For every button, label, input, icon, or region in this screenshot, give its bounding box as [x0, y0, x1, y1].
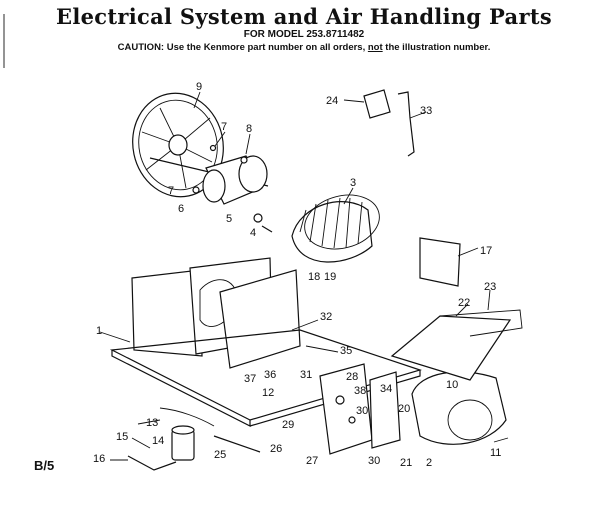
- callout-36: 36: [264, 369, 276, 381]
- blower-housing-drawing: [411, 371, 507, 445]
- page-reference: B/5: [34, 458, 55, 473]
- callout-6: 6: [178, 203, 184, 215]
- callout-14: 14: [152, 435, 164, 447]
- base-pan-drawing: [109, 257, 423, 427]
- callout-13: 13: [146, 417, 158, 429]
- callout-21: 21: [400, 457, 412, 469]
- callout-26: 26: [270, 443, 282, 455]
- callout-23: 23: [484, 281, 496, 293]
- callout-37: 37: [244, 373, 256, 385]
- callout-30b: 30: [368, 455, 380, 467]
- callout-7: 7: [221, 121, 227, 133]
- caution-note: CAUTION: Use the Kenmore part number on …: [0, 42, 608, 53]
- callout-22: 22: [458, 297, 470, 309]
- blower-wheel-drawing: [291, 194, 380, 263]
- capacitor-drawing: [127, 407, 261, 471]
- model-number: FOR MODEL 253.8711482: [243, 29, 365, 40]
- bracket-drawing: [363, 89, 415, 157]
- callout-19: 19: [324, 271, 336, 283]
- callout-18: 18: [308, 271, 320, 283]
- callout-20: 20: [398, 403, 410, 415]
- cover-panel-drawing: [419, 237, 461, 287]
- callout-5: 5: [226, 213, 232, 225]
- diagram-title: Electrical System and Air Handling Parts: [56, 4, 552, 29]
- callout-labels: 9 7 8 7 6 5 4 3 24 33 17 23 22 18 19 1 3…: [93, 81, 501, 469]
- callout-28: 28: [346, 371, 358, 383]
- callout-30: 30: [356, 405, 368, 417]
- callout-38: 38: [354, 385, 366, 397]
- callout-25: 25: [214, 449, 226, 461]
- callout-32: 32: [320, 311, 332, 323]
- callout-9: 9: [196, 81, 202, 93]
- callout-11: 11: [490, 447, 501, 459]
- callout-27: 27: [306, 455, 318, 467]
- callout-8: 8: [246, 123, 252, 135]
- callout-12: 12: [262, 387, 274, 399]
- caution-prefix: CAUTION: Use the Kenmore part number on …: [117, 42, 366, 53]
- callout-4: 4: [250, 227, 256, 239]
- leader-lines: [99, 91, 509, 461]
- callout-2: 2: [426, 457, 432, 469]
- caution-not: not: [367, 42, 383, 53]
- callout-16: 16: [93, 453, 105, 465]
- callout-17: 17: [480, 245, 492, 257]
- callout-1: 1: [96, 325, 102, 337]
- caution-suffix: the illustration number.: [385, 42, 491, 53]
- callout-3: 3: [350, 177, 356, 189]
- control-panel-drawing: [319, 363, 401, 455]
- callout-15: 15: [116, 431, 128, 443]
- partition-drawing: [390, 315, 512, 381]
- callout-24: 24: [326, 95, 338, 107]
- callout-29: 29: [282, 419, 294, 431]
- callout-31: 31: [300, 369, 312, 381]
- callout-33: 33: [420, 105, 432, 117]
- motor-drawing: [149, 155, 269, 205]
- callout-7b: 7: [168, 185, 174, 197]
- callout-10: 10: [446, 379, 458, 391]
- callout-35: 35: [340, 345, 352, 357]
- fan-blade-drawing: [132, 92, 224, 198]
- callout-34: 34: [380, 383, 392, 395]
